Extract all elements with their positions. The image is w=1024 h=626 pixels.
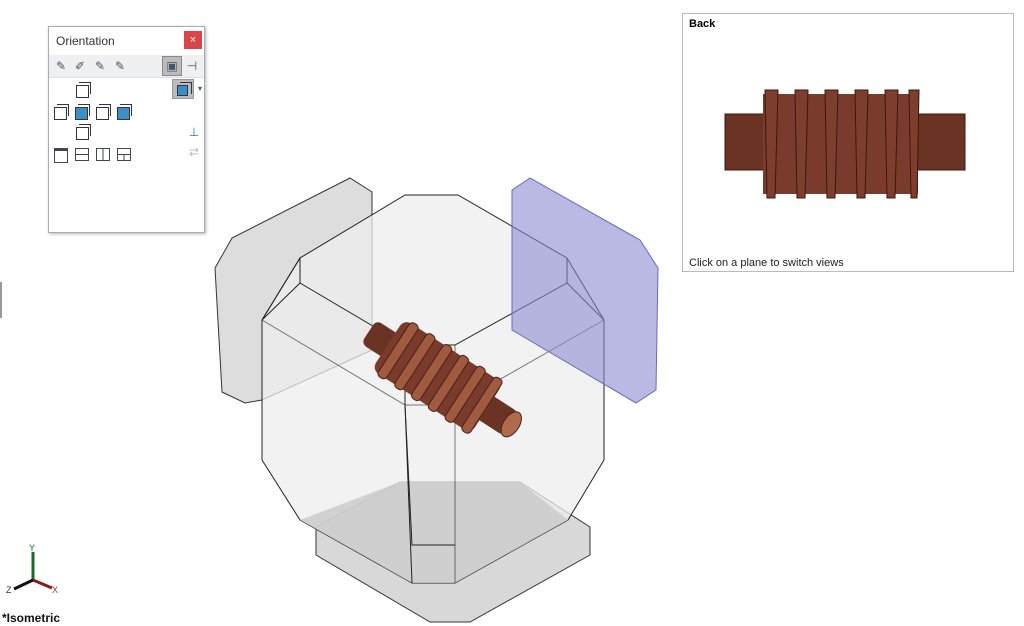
link-views-icon[interactable]: ⇄	[188, 145, 200, 159]
back-plane-selected[interactable]	[511, 177, 659, 404]
save-view-icon[interactable]: ✎	[94, 59, 106, 73]
update-view-icon[interactable]: ✐	[74, 59, 86, 73]
triad-y-label: Y	[29, 543, 35, 553]
orientation-toolbar: ✎ ✐ ✎ ✎ ▣ ⊣	[49, 55, 204, 78]
four-view-icon[interactable]	[117, 148, 131, 161]
right-view-icon[interactable]	[96, 104, 111, 120]
preview-worm-image	[724, 89, 966, 199]
close-button[interactable]: ×	[184, 31, 202, 49]
front-view-icon[interactable]	[75, 104, 90, 120]
two-view-vertical-icon[interactable]	[96, 148, 110, 161]
current-view-name: *Isometric	[2, 611, 61, 625]
chevron-down-icon[interactable]: ▾	[197, 84, 202, 93]
worm-gear-part[interactable]	[351, 305, 535, 456]
bottom-view-icon[interactable]	[76, 124, 91, 140]
coordinate-triad: Y X Z	[6, 543, 58, 595]
left-view-icon[interactable]	[54, 104, 69, 120]
single-view-icon[interactable]	[54, 148, 68, 163]
reset-view-icon[interactable]: ✎	[114, 59, 126, 73]
top-view-icon[interactable]	[76, 82, 91, 98]
orientation-title: Orientation	[56, 34, 115, 48]
triad-z-label: Z	[6, 585, 12, 595]
preview-hint: Click on a plane to switch views	[689, 257, 844, 269]
normal-to-icon[interactable]: ⊥	[188, 125, 200, 139]
orientation-panel: Orientation × ✎ ✐ ✎ ✎ ▣ ⊣ ▾ ⊥ ⇄	[48, 26, 205, 233]
left-edge-handle[interactable]	[0, 282, 2, 318]
pin-icon[interactable]: ⊣	[186, 59, 198, 73]
new-view-icon[interactable]: ✎	[55, 59, 67, 73]
preview-title: Back	[689, 18, 716, 30]
two-view-horizontal-icon[interactable]	[75, 148, 89, 161]
view-preview-panel: Back Click on a plane to switch views	[682, 13, 1014, 272]
triad-x-label: X	[52, 585, 58, 595]
back-view-icon[interactable]	[117, 104, 132, 120]
view-selector-icon[interactable]: ▣	[162, 56, 182, 76]
isometric-view-button[interactable]	[172, 79, 194, 99]
